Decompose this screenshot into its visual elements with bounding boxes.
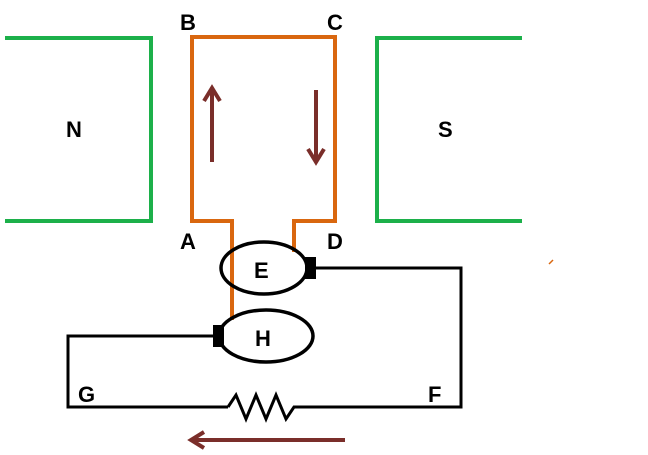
north-magnet <box>5 36 153 223</box>
north-pole-label: N <box>66 117 82 142</box>
arrow-left-icon <box>187 430 345 450</box>
coil-loop <box>190 35 337 320</box>
point-f-label: F <box>428 382 441 407</box>
corner-b-label: B <box>180 10 196 35</box>
corner-c-label: C <box>327 10 343 35</box>
resistor <box>226 391 298 423</box>
ring-e-label: E <box>254 258 269 283</box>
brush-h <box>213 325 224 347</box>
stray-mark <box>548 259 554 265</box>
ring-h-label: H <box>255 326 271 351</box>
point-g-label: G <box>78 382 95 407</box>
corner-a-label: A <box>180 229 196 254</box>
south-pole-label: S <box>438 117 453 142</box>
arrow-down-icon <box>306 90 326 166</box>
arrow-up-icon <box>202 84 222 162</box>
brush-e <box>305 257 316 279</box>
corner-d-label: D <box>327 229 343 254</box>
wire-left <box>66 334 228 409</box>
wire-right <box>298 266 463 409</box>
south-magnet <box>375 36 522 223</box>
